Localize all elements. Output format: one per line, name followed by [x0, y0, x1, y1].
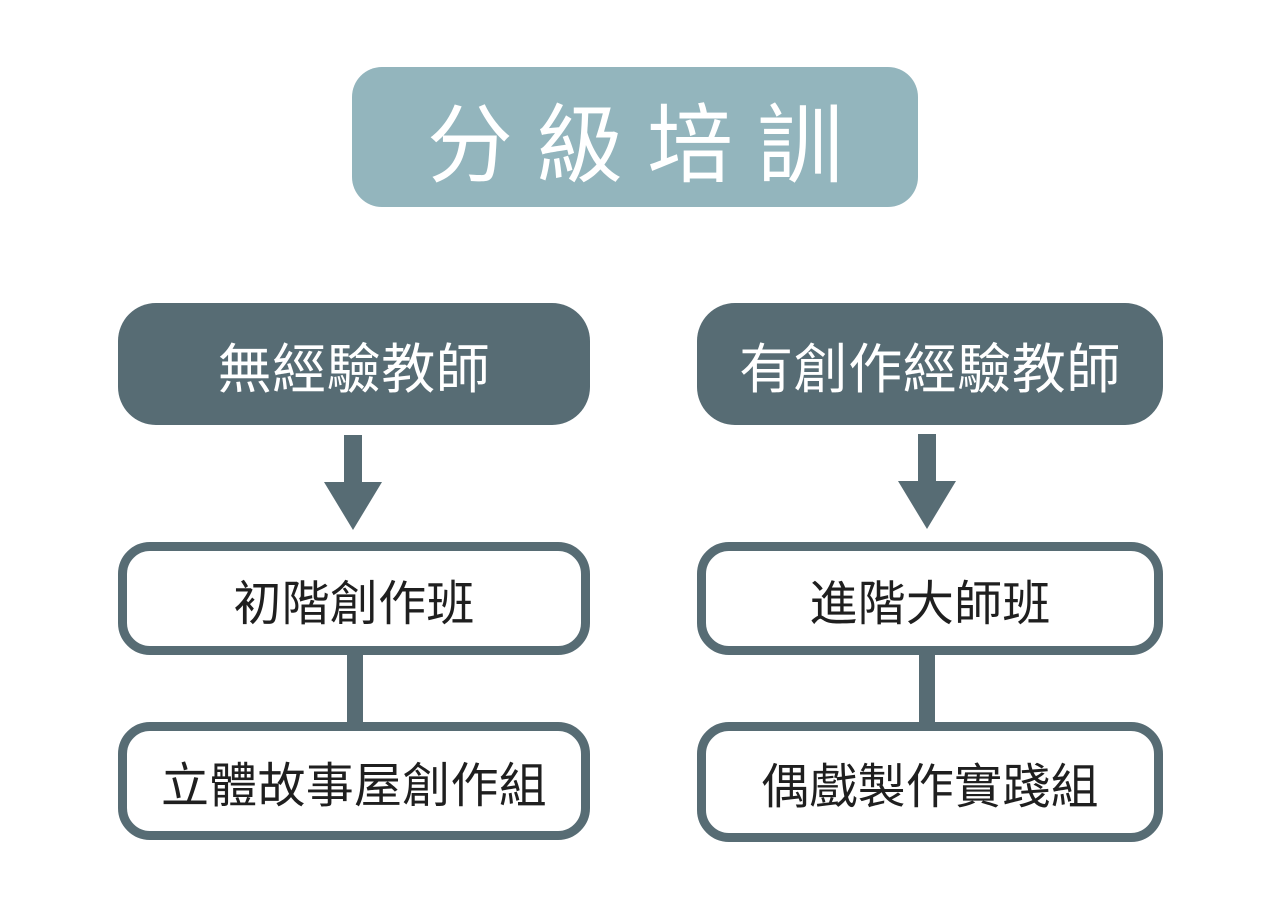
header-box-no-experience: 無經驗教師 [118, 303, 590, 425]
step-box-master-class: 進階大師班 [697, 542, 1163, 655]
header-label: 有創作經驗教師 [739, 339, 1121, 400]
diagram-title: 分級培訓 [426, 97, 868, 194]
step-box-popup-storyhouse-group: 立體故事屋創作組 [118, 722, 590, 840]
step-label: 初階創作班 [233, 577, 475, 631]
title-box: 分級培訓 [352, 67, 918, 207]
step-label: 偶戲製作實踐組 [761, 761, 1099, 814]
step-label: 立體故事屋創作組 [161, 760, 547, 813]
step-label: 進階大師班 [809, 577, 1051, 631]
down-arrow-icon [324, 435, 382, 530]
step-box-puppet-production-group: 偶戲製作實踐組 [697, 722, 1163, 842]
down-arrow-icon [898, 434, 956, 529]
connector-line [919, 648, 935, 728]
step-box-beginner-class: 初階創作班 [118, 542, 590, 655]
connector-line [347, 648, 363, 728]
header-label: 無經驗教師 [217, 339, 491, 400]
header-box-experienced: 有創作經驗教師 [697, 303, 1163, 425]
